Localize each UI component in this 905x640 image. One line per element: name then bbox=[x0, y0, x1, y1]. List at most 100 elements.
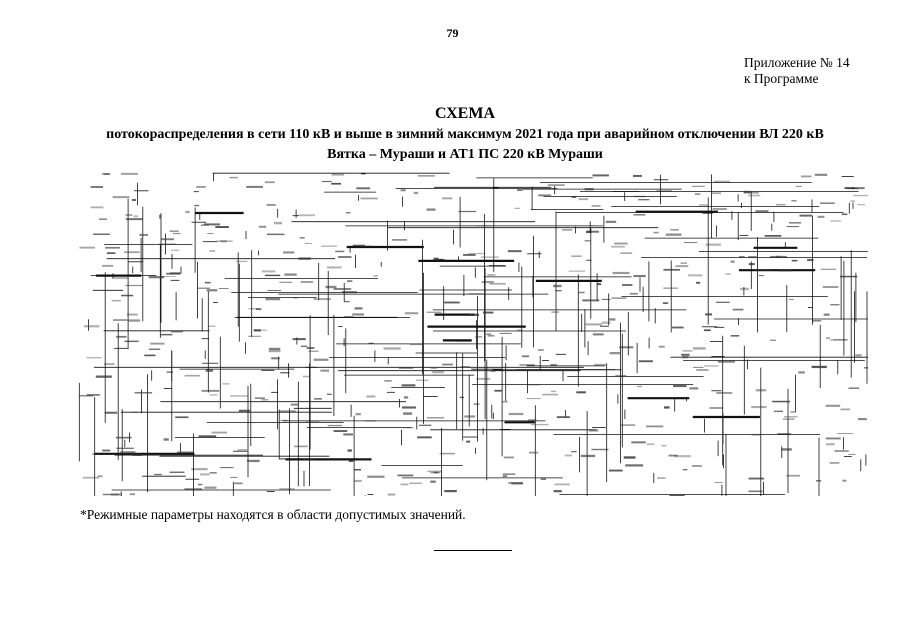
scheme-label-mark bbox=[112, 196, 130, 199]
scheme-label-mark bbox=[444, 490, 457, 493]
scheme-label-mark bbox=[811, 365, 827, 369]
scheme-label-mark bbox=[556, 416, 570, 419]
scheme-label-mark bbox=[476, 377, 491, 380]
scheme-label-mark bbox=[134, 392, 153, 394]
scheme-label-mark bbox=[279, 488, 295, 490]
scheme-label-mark bbox=[254, 397, 265, 399]
scheme-label-mark bbox=[732, 308, 744, 311]
scheme-label-mark bbox=[586, 230, 599, 233]
scheme-label-mark bbox=[229, 176, 238, 179]
scheme-label-mark bbox=[826, 337, 831, 340]
scheme-label-mark bbox=[656, 190, 672, 192]
scheme-label-mark bbox=[303, 458, 315, 460]
end-rule bbox=[434, 550, 512, 551]
scheme-label-mark bbox=[568, 270, 585, 272]
scheme-label-mark bbox=[102, 493, 120, 496]
scheme-label-mark bbox=[293, 297, 298, 299]
scheme-label-mark bbox=[432, 371, 444, 374]
scheme-label-mark bbox=[748, 477, 764, 480]
scheme-label-mark bbox=[623, 456, 636, 459]
scheme-label-mark bbox=[694, 193, 701, 195]
scheme-label-mark bbox=[528, 419, 537, 422]
scheme-label-mark bbox=[717, 360, 735, 363]
scheme-label-mark bbox=[611, 297, 627, 299]
scheme-label-mark bbox=[591, 205, 601, 207]
scheme-label-mark bbox=[790, 411, 795, 413]
scheme-label-mark bbox=[466, 440, 471, 443]
scheme-label-mark bbox=[333, 430, 348, 432]
scheme-label-mark bbox=[758, 275, 764, 277]
scheme-label-mark bbox=[550, 364, 557, 367]
scheme-label-mark bbox=[850, 200, 855, 203]
scheme-label-mark bbox=[373, 275, 378, 277]
scheme-label-mark bbox=[564, 454, 573, 457]
scheme-label-mark bbox=[625, 464, 644, 467]
scheme-label-mark bbox=[220, 240, 227, 243]
scheme-label-mark bbox=[158, 243, 177, 245]
scheme-label-mark bbox=[661, 445, 667, 447]
scheme-label-mark bbox=[609, 352, 621, 355]
scheme-label-mark bbox=[298, 257, 311, 260]
scheme-label-mark bbox=[653, 231, 659, 234]
scheme-label-mark bbox=[338, 256, 352, 258]
scheme-label-mark bbox=[770, 255, 787, 258]
scheme-label-mark bbox=[90, 186, 104, 188]
scheme-label-mark bbox=[207, 233, 214, 234]
scheme-label-mark bbox=[699, 204, 709, 206]
scheme-label-mark bbox=[300, 345, 308, 347]
scheme-label-mark bbox=[609, 318, 616, 321]
scheme-label-mark bbox=[554, 483, 570, 486]
scheme-label-mark bbox=[314, 398, 322, 400]
scheme-label-mark bbox=[237, 449, 247, 451]
scheme-label-mark bbox=[352, 313, 364, 316]
scheme-label-mark bbox=[743, 190, 751, 193]
scheme-label-mark bbox=[247, 459, 260, 463]
scheme-label-mark bbox=[526, 398, 541, 400]
scheme-label-mark bbox=[148, 348, 161, 350]
scheme-label-mark bbox=[490, 370, 496, 372]
scheme-label-mark bbox=[688, 274, 703, 277]
scheme-label-mark bbox=[585, 323, 602, 326]
scheme-label-mark bbox=[402, 427, 414, 429]
scheme-label-mark bbox=[265, 298, 281, 301]
scheme-label-mark bbox=[354, 469, 361, 471]
scheme-label-mark bbox=[703, 329, 711, 332]
document-title: СХЕМА bbox=[434, 105, 496, 122]
scheme-label-mark bbox=[104, 411, 118, 414]
scheme-label-mark bbox=[320, 369, 330, 372]
scheme-label-mark bbox=[680, 262, 687, 264]
scheme-label-mark bbox=[591, 448, 609, 451]
scheme-label-mark bbox=[851, 187, 865, 190]
scheme-label-mark bbox=[154, 473, 162, 476]
scheme-label-mark bbox=[519, 364, 535, 366]
scheme-label-mark bbox=[530, 423, 549, 426]
scheme-label-mark bbox=[280, 372, 290, 374]
scheme-label-mark bbox=[848, 453, 856, 455]
scheme-label-mark bbox=[269, 347, 281, 350]
scheme-label-mark bbox=[160, 333, 173, 336]
scheme-label-mark bbox=[368, 342, 374, 344]
scheme-label-mark bbox=[514, 207, 520, 209]
scheme-label-mark bbox=[830, 339, 835, 341]
scheme-label-mark bbox=[185, 210, 190, 214]
scheme-label-mark bbox=[672, 326, 684, 329]
scheme-label-mark bbox=[79, 246, 95, 249]
scheme-label-mark bbox=[230, 476, 238, 478]
scheme-label-mark bbox=[791, 200, 797, 202]
scheme-label-mark bbox=[313, 298, 331, 301]
scheme-label-mark bbox=[404, 312, 419, 315]
scheme-label-mark bbox=[102, 449, 111, 452]
scheme-label-mark bbox=[356, 187, 371, 190]
scheme-label-mark bbox=[403, 412, 413, 415]
scheme-label-mark bbox=[629, 292, 638, 295]
scheme-label-mark bbox=[302, 375, 310, 378]
scheme-label-mark bbox=[841, 213, 848, 216]
scheme-label-mark bbox=[663, 287, 678, 289]
scheme-label-mark bbox=[463, 254, 476, 256]
scheme-label-mark bbox=[705, 313, 712, 316]
scheme-label-mark bbox=[430, 480, 436, 483]
scheme-label-mark bbox=[547, 184, 565, 186]
scheme-label-mark bbox=[730, 335, 740, 337]
scheme-label-mark bbox=[592, 174, 609, 177]
scheme-label-mark bbox=[171, 330, 183, 333]
